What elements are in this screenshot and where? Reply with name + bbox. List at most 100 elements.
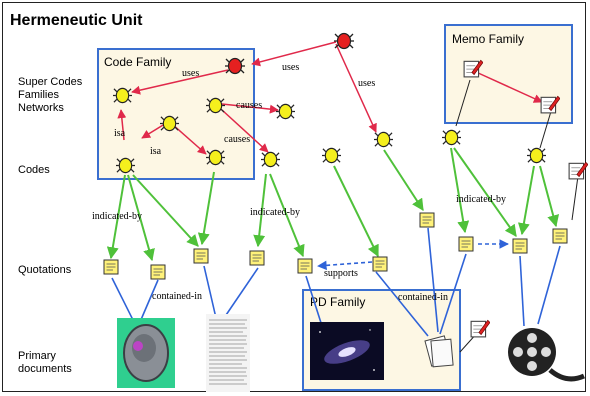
bug-icon (261, 151, 280, 168)
indicated-by-edge (383, 149, 424, 212)
contained-in-edge (305, 275, 323, 327)
indicated-by-edge (127, 174, 155, 262)
code-family-label: Code Family (104, 55, 171, 69)
row-label-line: documents (18, 363, 72, 375)
edge-labels: uses uses uses causes causes isa isa ind… (92, 62, 506, 303)
bug-icon (442, 129, 461, 146)
row-label-codes: Codes (18, 164, 50, 176)
page-front (430, 338, 454, 368)
star (319, 331, 321, 333)
note-icon (512, 238, 528, 254)
supports-label: supports (324, 268, 358, 279)
text-document-page (206, 314, 250, 392)
memo-connector (571, 175, 579, 221)
causes-edge (221, 109, 269, 153)
memo-family-label: Memo Family (452, 32, 524, 46)
isa-label: isa (114, 128, 126, 139)
uses-edge (251, 41, 337, 67)
note-icon (249, 250, 265, 266)
indicated-by-label: indicated-by (456, 194, 506, 205)
indicated-by-edge (450, 147, 470, 234)
note-icon (103, 259, 119, 275)
uses-label: uses (358, 78, 375, 89)
diagram-frame (2, 2, 586, 392)
blue-edges (111, 227, 561, 337)
row-label-line: Networks (18, 102, 64, 114)
bug-icon (160, 115, 179, 132)
bug-icon (206, 97, 225, 114)
brain-scan-highlight (133, 341, 143, 351)
indicated-by-label: indicated-by (250, 207, 300, 218)
memo-connector (455, 79, 471, 127)
memo-icon (470, 319, 490, 338)
row-label-quotations: Quotations (18, 264, 72, 276)
contained-in-edge (203, 265, 217, 319)
film-reel-hole (527, 333, 537, 343)
note-icon (552, 228, 568, 244)
bug-icon (374, 131, 393, 148)
bug-icon (322, 147, 341, 164)
note-icon (458, 236, 474, 252)
contained-in-edge (111, 277, 135, 323)
note-icon (419, 212, 435, 228)
star (369, 329, 371, 331)
uses-label: uses (182, 68, 199, 79)
red-bug-icon (334, 32, 354, 50)
bug-icon (116, 157, 135, 174)
indicated-by-edge (132, 174, 199, 247)
row-label-primary-documents: Primary documents (18, 350, 72, 376)
star (373, 369, 375, 371)
uses-edge (335, 43, 377, 133)
galaxy-core (338, 347, 356, 357)
brain-scan-document (117, 318, 175, 388)
indicated-by-edge (106, 174, 126, 260)
contained-in-edge (139, 279, 159, 323)
indicated-by-edge (269, 173, 305, 258)
row-label-super-codes: Super Codes Families Networks (18, 76, 82, 115)
film-reel-hole (513, 347, 523, 357)
causes-edge (221, 103, 279, 114)
stacked-pages-document (424, 335, 454, 368)
note-icon (297, 258, 313, 274)
red-edges (117, 41, 543, 155)
contained-in-edge (427, 227, 439, 333)
contained-in-edge (439, 253, 467, 335)
green-edges (106, 147, 560, 262)
diagram-title: Hermeneutic Unit (10, 12, 143, 29)
isa-edge (117, 109, 127, 141)
contained-in-label: contained-in (398, 292, 448, 303)
film-reel-hole (541, 347, 551, 357)
indicated-by-edge (517, 165, 535, 236)
film-reel-hub (527, 347, 537, 357)
bug-icon (113, 87, 132, 104)
row-label-line: Families (18, 89, 59, 101)
contained-in-label: contained-in (152, 291, 202, 302)
indicated-by-edge (333, 165, 379, 258)
causes-label: causes (236, 100, 262, 111)
indicated-by-edge (253, 173, 267, 248)
indicated-by-edge (197, 171, 215, 246)
film-reel-hole (527, 361, 537, 371)
bug-icon (527, 147, 546, 164)
pd-family-label: PD Family (310, 295, 365, 309)
row-label-line: Super Codes (18, 76, 83, 88)
memo-link (475, 71, 543, 103)
supports-edge (317, 260, 373, 271)
contained-in-edge (375, 271, 429, 337)
red-bug-icon (225, 57, 245, 75)
uses-edge (131, 69, 229, 95)
note-icon (150, 264, 166, 280)
memo-icon (568, 161, 588, 180)
galaxy-image-document (310, 322, 384, 380)
indicated-by-edge (453, 147, 517, 237)
text-document-lines (209, 319, 247, 385)
note-icon (372, 256, 388, 272)
indicated-by-edge (539, 165, 560, 228)
contained-in-edge (519, 255, 525, 327)
film-strip (548, 368, 586, 382)
bug-icon (276, 103, 295, 120)
contained-in-edge (223, 267, 259, 319)
uses-label: uses (282, 62, 299, 73)
